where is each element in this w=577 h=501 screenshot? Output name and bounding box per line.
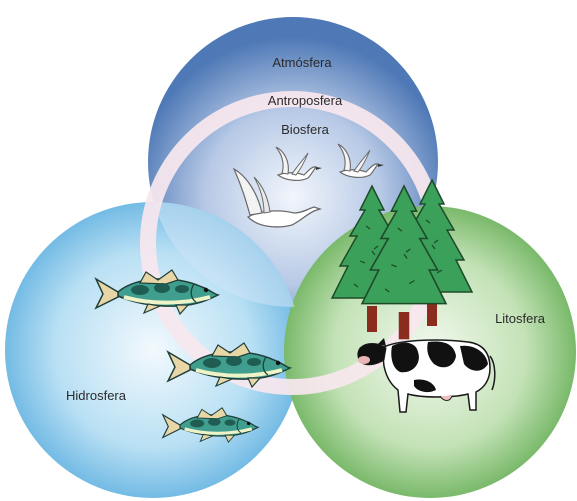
label-anthroposphere: Antroposfera [268,93,343,108]
label-hydrosphere: Hidrosfera [66,388,127,403]
label-atmosphere: Atmósfera [272,55,332,70]
label-biosphere: Biosfera [281,122,329,137]
label-lithosphere: Litosfera [495,311,546,326]
